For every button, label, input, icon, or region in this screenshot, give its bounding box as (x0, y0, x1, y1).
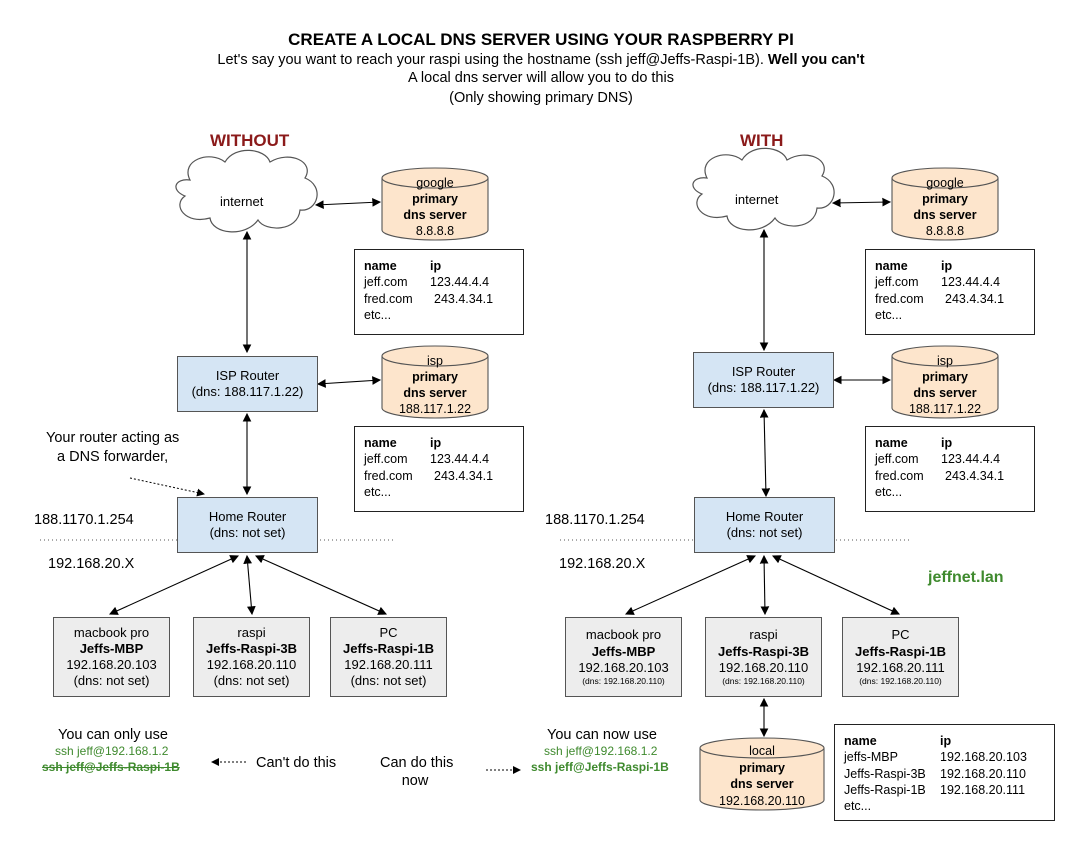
wan-ip-without: 188.1170.1.254 (34, 512, 134, 528)
internet-label-without: internet (220, 194, 264, 209)
subtitle-line-2: A local dns server will allow you to do … (408, 70, 674, 86)
home-router-with: Home Router (dns: not set) (694, 497, 835, 553)
ssh-host-without: ssh jeff@Jeffs-Raspi-1B (42, 760, 180, 774)
ssh-host-with: ssh jeff@Jeffs-Raspi-1B (531, 760, 669, 774)
isp-router-without: ISP Router (dns: 188.117.1.22) (177, 356, 318, 412)
ssh-ip-with: ssh jeff@192.168.1.2 (544, 744, 658, 758)
device-macbook-with: macbook pro Jeffs-MBP 192.168.20.103 (dn… (565, 617, 682, 697)
page-title: CREATE A LOCAL DNS SERVER USING YOUR RAS… (288, 30, 794, 49)
ssh-ip-without: ssh jeff@192.168.1.2 (55, 744, 169, 758)
isp-db-text-without: isp primary dns server 188.117.1.22 (398, 354, 472, 416)
google-dns-db-without (381, 167, 489, 241)
subtitle-line-1: Let's say you want to reach your raspi u… (0, 52, 1082, 69)
subtitle-bold: Well you can't (767, 52, 865, 68)
with-heading: WITH (740, 131, 784, 150)
without-heading: WITHOUT (210, 131, 290, 150)
google-db-text-without: google primary dns server 8.8.8.8 (403, 176, 467, 238)
subtitle-line-3: (Only showing primary DNS) (449, 90, 633, 106)
can-do-label-1: Can do this (380, 755, 454, 771)
isp-dns-db-with (891, 345, 999, 419)
wan-ip-with: 188.1170.1.254 (545, 512, 645, 528)
google-dns-db-with (891, 167, 999, 241)
google-db-text-with: google primary dns server 8.8.8.8 (913, 176, 977, 238)
device-raspi-without: raspi Jeffs-Raspi-3B 192.168.20.110 (dns… (193, 617, 310, 697)
device-pc-with: PC Jeffs-Raspi-1B 192.168.20.111 (dns: 1… (842, 617, 959, 697)
only-use-label: You can only use (58, 727, 168, 743)
domain-label: jeffnet.lan (928, 569, 1004, 586)
device-raspi-with: raspi Jeffs-Raspi-3B 192.168.20.110 (dns… (705, 617, 822, 697)
subtitle-plain: Let's say you want to reach your raspi u… (217, 52, 764, 68)
cant-do-label: Can't do this (256, 755, 337, 771)
isp-dns-db-without (381, 345, 489, 419)
internet-cloud-with (692, 147, 835, 231)
local-dns-db-with (699, 737, 825, 811)
isp-router-with: ISP Router (dns: 188.117.1.22) (693, 352, 834, 408)
internet-label-with: internet (735, 192, 779, 207)
forwarder-note-2: a DNS forwarder, (57, 449, 169, 465)
lan-subnet-without: 192.168.20.X (48, 556, 135, 572)
local-db-text-with: local primary dns server 192.168.20.110 (719, 744, 805, 808)
home-router-without: Home Router (dns: not set) (177, 497, 318, 553)
now-use-label: You can now use (547, 727, 657, 743)
internet-cloud-without (175, 149, 318, 233)
device-macbook-without: macbook pro Jeffs-MBP 192.168.20.103 (dn… (53, 617, 170, 697)
forwarder-note-1: Your router acting as (46, 430, 180, 446)
isp-db-text-with: isp primary dns server 188.117.1.22 (908, 354, 982, 416)
can-do-label-2: now (401, 773, 429, 789)
device-pc-without: PC Jeffs-Raspi-1B 192.168.20.111 (dns: n… (330, 617, 447, 697)
lan-subnet-with: 192.168.20.X (559, 556, 646, 572)
